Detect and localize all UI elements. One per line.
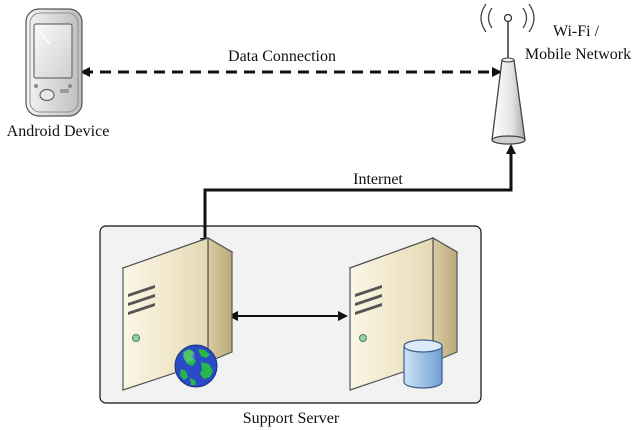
support-server-label: Support Server bbox=[243, 410, 340, 427]
network-label-line1: Wi-Fi / bbox=[553, 23, 600, 40]
database-icon bbox=[403, 339, 443, 389]
internet-label: Internet bbox=[353, 171, 403, 188]
network-label-line2: Mobile Network bbox=[525, 46, 631, 63]
android-device-icon bbox=[25, 8, 83, 117]
data-connection-label: Data Connection bbox=[228, 48, 336, 65]
device-label: Android Device bbox=[7, 123, 110, 140]
globe-icon bbox=[174, 344, 218, 388]
internet-link bbox=[200, 144, 516, 248]
wireless-tower-icon bbox=[480, 3, 535, 145]
